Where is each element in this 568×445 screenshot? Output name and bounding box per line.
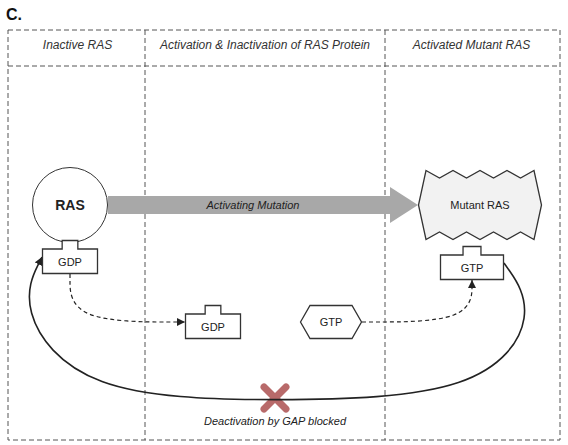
node-text: GTP (320, 316, 343, 328)
blocked-cross (264, 387, 286, 409)
node-text: Mutant RAS (450, 199, 509, 211)
column-band: Activation & Inactivation of RAS Protein… (145, 32, 385, 438)
protein-circle: RAS (32, 167, 108, 243)
nucleotide-box: GTP (440, 246, 504, 280)
panel-label: C. (6, 6, 22, 24)
arrow-head (390, 187, 418, 223)
node-text: GTP (461, 262, 484, 274)
nucleotide-hex: GTP (300, 305, 362, 339)
column-heading: Activated Mutant RAS (385, 32, 558, 52)
column-band: Inactive RAS RAS GDP (10, 32, 145, 438)
exchange-arrow (70, 274, 185, 322)
column-divider (385, 30, 386, 440)
column-heading: Activation & Inactivation of RAS Protein (145, 32, 385, 52)
node-text: GDP (58, 256, 82, 268)
exchange-arrow (362, 280, 472, 322)
header-divider (8, 66, 560, 67)
column-divider (145, 30, 146, 440)
node-text: GDP (201, 321, 225, 333)
arrow-label: Activating Mutation (203, 198, 304, 212)
column-heading: Inactive RAS (10, 32, 145, 52)
node-text: RAS (55, 197, 85, 213)
column-band: Activated Mutant RAS Mutant RAS GTP (385, 32, 558, 438)
activation-arrow (108, 196, 392, 214)
nucleotide-box: GDP (42, 240, 98, 274)
outer-frame (8, 30, 560, 440)
mutant-protein-shape: Mutant RAS (418, 170, 542, 240)
edge-label: Deactivation by GAP blocked (200, 414, 350, 428)
nucleotide-box: GDP (185, 305, 241, 339)
